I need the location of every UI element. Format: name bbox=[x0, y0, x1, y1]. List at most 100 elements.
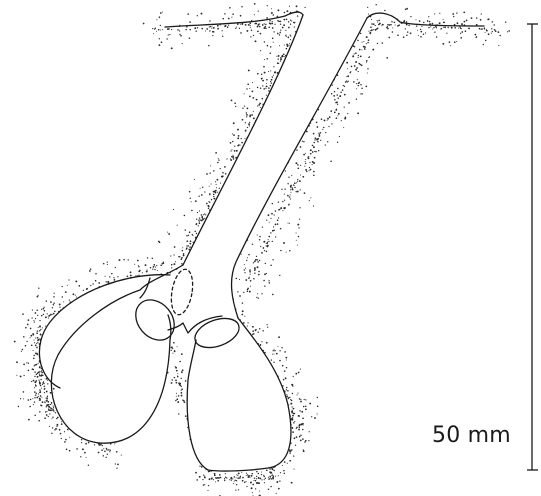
stipple-dot bbox=[246, 473, 247, 474]
stipple-dot bbox=[287, 195, 289, 197]
stipple-dot bbox=[195, 223, 197, 225]
stipple-dot bbox=[36, 397, 38, 399]
stipple-dot bbox=[222, 172, 224, 174]
stipple-dot bbox=[244, 93, 245, 94]
stipple-dot bbox=[101, 449, 103, 451]
stipple-dot bbox=[454, 41, 456, 43]
stipple-dot bbox=[403, 36, 405, 38]
stipple-dot bbox=[176, 382, 178, 384]
stipple-dot bbox=[44, 307, 45, 308]
stipple-dot bbox=[48, 406, 50, 408]
stipple-dot bbox=[331, 93, 332, 94]
stipple-dot bbox=[271, 8, 272, 9]
stipple-dot bbox=[214, 191, 216, 193]
stipple-dot bbox=[475, 34, 477, 36]
stipple-dot bbox=[275, 210, 277, 212]
stipple-dot bbox=[201, 28, 203, 30]
stipple-dot bbox=[434, 13, 435, 14]
stipple-dot bbox=[310, 197, 311, 198]
stipple-dot bbox=[238, 135, 240, 137]
stipple-dot bbox=[280, 61, 281, 62]
stipple-dot bbox=[244, 272, 245, 273]
stipple-dot bbox=[305, 153, 306, 154]
stipple-dot bbox=[46, 399, 47, 400]
stipple-dot bbox=[252, 244, 253, 245]
stipple-dot bbox=[294, 187, 295, 188]
stipple-dot bbox=[207, 205, 209, 207]
stipple-dot bbox=[189, 191, 191, 193]
stipple-dot bbox=[82, 448, 84, 450]
stipple-dot bbox=[358, 57, 359, 58]
stipple-dot bbox=[206, 203, 208, 205]
stipple-dot bbox=[280, 59, 281, 60]
stipple-dot bbox=[27, 324, 29, 326]
stipple-dot bbox=[92, 283, 93, 284]
stipple-dot bbox=[279, 32, 280, 33]
stipple-dot bbox=[190, 240, 192, 242]
stipple-dot bbox=[299, 436, 301, 438]
stipple-dot bbox=[249, 114, 251, 116]
stipple-dot bbox=[268, 214, 270, 216]
stipple-dot bbox=[83, 290, 84, 291]
stipple-dot bbox=[296, 5, 298, 7]
stipple-dot bbox=[33, 404, 34, 405]
stipple-dot bbox=[286, 359, 287, 360]
stipple-dot bbox=[43, 381, 44, 382]
stipple-dot bbox=[211, 28, 212, 29]
stipple-dot bbox=[234, 146, 235, 147]
stipple-dot bbox=[296, 191, 297, 192]
stipple-dot bbox=[331, 123, 332, 124]
stipple-dot bbox=[81, 442, 82, 443]
stipple-dot bbox=[201, 13, 203, 15]
stipple-dot bbox=[343, 127, 344, 128]
stipple-dot bbox=[238, 472, 240, 474]
stipple-dot bbox=[194, 179, 195, 180]
stipple-dot bbox=[339, 136, 340, 137]
stipple-dot bbox=[481, 13, 482, 14]
stipple-dot bbox=[35, 312, 37, 314]
stipple-dot bbox=[47, 397, 49, 399]
stipple-dot bbox=[217, 477, 219, 479]
stipple-dot bbox=[36, 393, 37, 394]
stipple-dot bbox=[492, 21, 494, 23]
stipple-dot bbox=[176, 370, 178, 372]
stipple-dot bbox=[498, 45, 499, 46]
stipple-dot bbox=[356, 83, 357, 84]
stipple-dot bbox=[46, 411, 47, 412]
stipple-dot bbox=[209, 26, 210, 27]
stipple-dot bbox=[246, 30, 248, 32]
stipple-dot bbox=[505, 21, 506, 22]
stipple-dot bbox=[289, 223, 290, 224]
stipple-dot bbox=[284, 461, 286, 463]
stipple-dot bbox=[86, 288, 88, 290]
stipple-dot bbox=[270, 85, 272, 87]
stipple-dot bbox=[347, 82, 348, 83]
stipple-dot bbox=[221, 176, 222, 177]
stipple-dot bbox=[286, 252, 287, 253]
stipple-dot bbox=[314, 151, 315, 152]
stipple-dot bbox=[272, 474, 273, 475]
stipple-dot bbox=[272, 259, 273, 260]
stipple-dot bbox=[63, 301, 64, 302]
stipple-dot bbox=[167, 232, 168, 233]
stipple-dot bbox=[251, 475, 253, 477]
stipple-dot bbox=[368, 57, 369, 58]
stipple-dot bbox=[258, 477, 259, 478]
stipple-dot bbox=[28, 363, 29, 364]
stipple-dot bbox=[270, 70, 271, 71]
stipple-dot bbox=[323, 127, 324, 128]
stipple-dot bbox=[246, 260, 247, 261]
stipple-dot bbox=[206, 173, 208, 175]
stipple-dot bbox=[258, 11, 259, 12]
stipple-dot bbox=[254, 477, 255, 478]
stipple-dot bbox=[391, 21, 392, 22]
stipple-dot bbox=[386, 57, 388, 59]
stipple-dot bbox=[284, 194, 285, 195]
stipple-dot bbox=[51, 408, 52, 409]
stipple-dot bbox=[36, 309, 38, 311]
stipple-dot bbox=[284, 56, 285, 57]
stipple-dot bbox=[204, 476, 206, 478]
stipple-dot bbox=[68, 279, 69, 280]
stipple-dot bbox=[290, 36, 291, 37]
stipple-dot bbox=[22, 349, 24, 351]
